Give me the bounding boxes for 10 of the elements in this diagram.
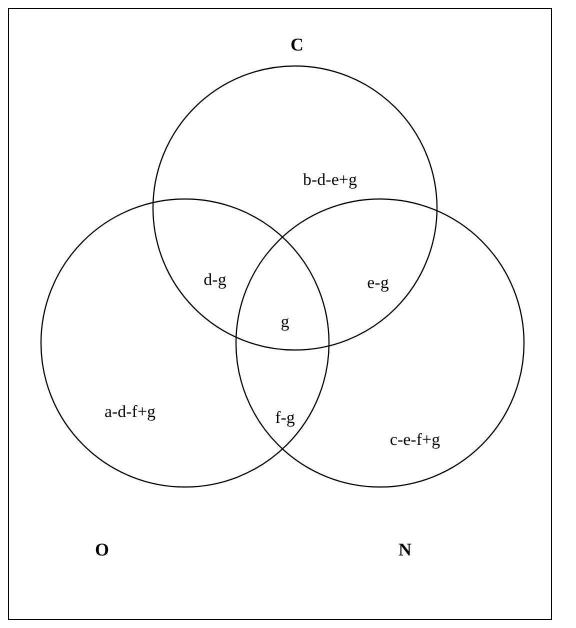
region-expression: g bbox=[280, 312, 290, 332]
set-name: O bbox=[95, 540, 109, 560]
region-expression: c-e-f+g bbox=[390, 430, 440, 450]
set-name: N bbox=[398, 540, 412, 560]
set-name: C bbox=[290, 34, 304, 56]
region-expression: b-d-e+g bbox=[303, 170, 357, 190]
region-expression: f-g bbox=[275, 408, 295, 428]
region-expression: d-g bbox=[204, 270, 226, 290]
region-expression: a-d-f+g bbox=[104, 402, 156, 422]
region-expression: e-g bbox=[367, 273, 389, 293]
